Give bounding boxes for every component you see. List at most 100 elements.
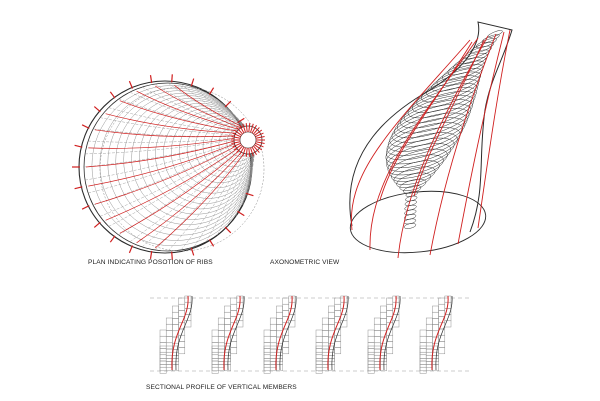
section-grid-cell [315,351,323,359]
section-grid-cell [425,317,433,325]
section-grid-cell [159,329,167,337]
section-grid-cell [224,358,231,365]
section-grid-cell [165,330,173,337]
section-grid-cell [230,297,238,305]
plan-rib-curve [88,141,239,187]
plan-rib-tick [208,87,215,95]
plan-rib-curve [154,149,247,249]
plan-radial-line [118,146,244,236]
plan-rib-tick [81,205,90,210]
section-grid-cell [236,320,244,328]
plan-radial-line [180,147,250,251]
axo-rib [429,33,497,256]
section-grid-cell [367,364,375,372]
section-grid-cell [328,324,335,332]
plan-rib-tick [109,235,116,243]
section-grid-cell [380,355,387,363]
plan-radial-line [129,92,245,134]
oculus-tooth [231,136,241,139]
section-grid-cell [334,303,342,311]
section-grid-cell [217,317,225,325]
section-grid-cell [334,341,342,348]
oculus-tooth [232,132,241,138]
section-grid-cell [263,329,271,337]
plan-rib-tick [224,100,232,108]
section-grid-cell [172,358,179,365]
section-member-curve-inner [279,295,297,371]
plan-rib-tick [109,91,116,99]
plan-radial-line [180,83,250,133]
section-grid-cell [159,366,167,374]
section-grid-cell [217,336,225,344]
oculus-tooth [251,146,257,155]
section-grid-cell [178,341,186,348]
oculus-tooth [253,127,260,135]
axo-ring [464,45,492,59]
section-grid-cell [386,341,394,348]
section-grid-cell [263,348,271,356]
plan-rib-tick [224,226,232,234]
oculus-tooth [233,129,242,136]
oculus-tooth [255,141,265,144]
section-grid-cell [178,297,186,305]
section-grid-cell [159,354,167,362]
section-grid-cell [276,355,283,363]
section-grid-cell [211,358,219,365]
section-grid-cell [282,303,290,311]
section-grid-cell [328,351,335,359]
oculus-tooth [236,145,243,153]
section-grid-cell [321,336,329,344]
section-grid-cell [315,345,323,353]
section-grid-cell [373,317,381,325]
section-grid-cell [386,303,394,311]
oculus-tooth [245,147,248,157]
plan-radial-line [205,147,252,242]
plan-radial-line [99,117,242,136]
section-grid-cell [315,360,323,368]
section-grid-cell [263,335,271,343]
section-grid-cell [211,335,219,343]
section-grid-cell [386,297,394,305]
plan-radial-line [167,147,249,252]
plan-radial-line [108,145,243,227]
plan-radial-line [93,143,241,206]
section-grid-cell [432,305,439,313]
section-grid-cell [159,364,167,372]
oculus-tooth [248,123,251,133]
section-grid-cell [432,358,439,365]
section-grid-cell [224,324,231,332]
section-member-curve-inner [175,295,193,371]
section-grid-cell [386,347,394,355]
section-grid-cell [211,351,219,359]
section-grid-cell [224,311,231,319]
section-grid-cell [392,320,400,328]
axonometric-view [349,21,513,259]
section-grid-cell [315,364,323,372]
section-grid-cell [276,351,283,359]
plan-rib-curve [119,100,243,133]
plan-rib-tick [245,192,254,197]
section-grid-cell [328,318,335,325]
axo-rib [477,29,511,229]
oculus-tooth [231,141,241,144]
axo-rib [397,35,489,259]
oculus-tooth [254,144,263,151]
section-grid-cell [217,323,225,331]
section-grid-cell [425,336,433,344]
section-member-curve [379,295,397,371]
oculus-tooth [255,142,264,148]
section-grid-cell [276,324,283,332]
section-grid-cell [438,310,446,317]
section-grid-cell [224,364,231,372]
section-grid-cell [172,318,179,325]
oculus-tooth [248,147,251,157]
section-grid-cell [263,358,271,365]
section-grid-cell [315,335,323,343]
plan-rib-curve [105,146,241,221]
plan-rib-curve [119,147,243,234]
plan-radial-line [83,139,241,168]
plan-radial-line [88,142,241,194]
section-grid-cell [419,351,427,359]
section-grid-cell [282,310,290,317]
plan-radial-line [93,128,241,137]
